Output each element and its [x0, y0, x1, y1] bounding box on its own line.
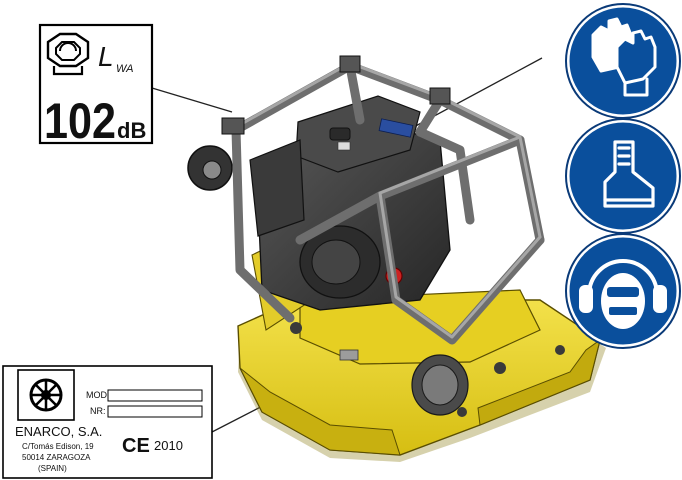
air-filter — [249, 139, 305, 237]
bolt — [555, 345, 565, 355]
safety-boots-icon — [603, 140, 655, 208]
recoil-starter-inner — [311, 239, 361, 285]
transport-wheel-hub — [202, 160, 222, 180]
bolt — [290, 322, 302, 334]
noise-unit: dB — [117, 118, 146, 143]
ear-protection-icon — [579, 259, 667, 329]
gloves-icon — [591, 17, 657, 97]
manufacturer-nameplate: MOD: NR: ENARCO, S.A. C/Tomás Edison, 19… — [2, 365, 213, 479]
nameplate-location — [339, 349, 359, 361]
leader-line-noise — [151, 87, 233, 113]
nr-label: NR: — [90, 406, 106, 416]
nr-field — [107, 405, 203, 418]
bolt — [457, 407, 467, 417]
frame-mount — [339, 55, 361, 73]
exciter-cover-inner — [421, 364, 459, 406]
address-line-3: (SPAIN) — [38, 464, 67, 473]
sound-power-icon — [46, 32, 90, 76]
company-name: ENARCO, S.A. — [15, 424, 102, 439]
ear-protection-sign — [565, 233, 681, 349]
warning-sticker — [378, 118, 414, 138]
enarco-logo-icon — [29, 378, 63, 412]
fuel-cap — [329, 127, 351, 141]
bolt — [494, 362, 506, 374]
lwa-subscript: WA — [116, 63, 134, 75]
safety-boots-sign — [565, 118, 681, 234]
plate-compactor — [187, 55, 606, 462]
noise-value: 102 — [44, 93, 116, 149]
manufacture-year: 2010 — [154, 438, 183, 453]
lwa-symbol: L — [98, 41, 114, 72]
safety-signs — [565, 3, 681, 349]
small-label — [337, 141, 351, 151]
plate-front-lip — [239, 367, 401, 456]
frame-mount — [221, 117, 245, 135]
ce-mark: CE — [122, 435, 150, 457]
mod-field — [107, 389, 203, 402]
frame-mount — [429, 87, 451, 105]
plate-right-lip — [477, 338, 601, 426]
address-line-2: 50014 ZARAGOZA — [22, 453, 91, 462]
gloves-sign — [565, 3, 681, 119]
noise-level-label: L WA 102 dB — [38, 23, 154, 149]
mod-label: MOD: — [86, 390, 110, 400]
address-line-1: C/Tomás Edison, 19 — [22, 442, 94, 451]
